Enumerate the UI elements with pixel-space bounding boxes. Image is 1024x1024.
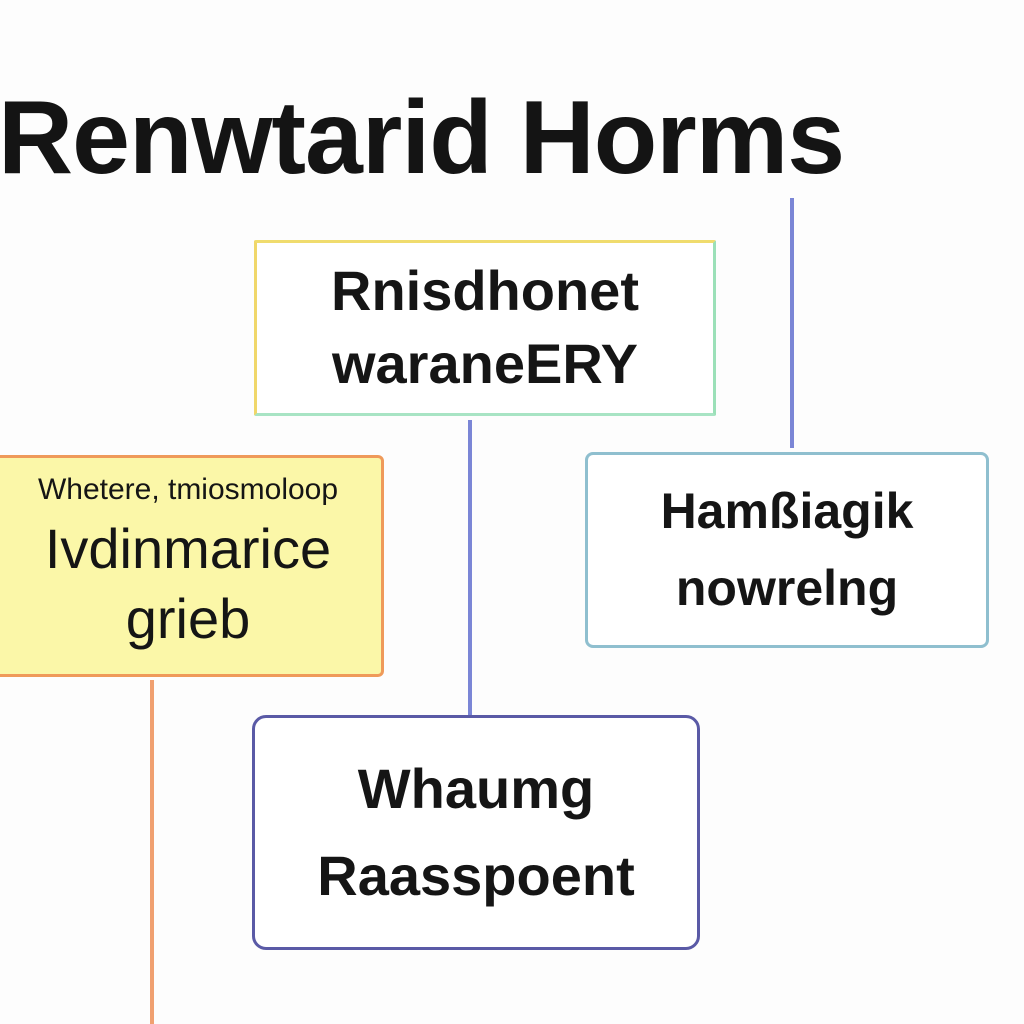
node-right-line-1: Hamßiagik <box>660 482 914 539</box>
node-left-line-3: grieb <box>125 587 251 650</box>
node-left-line-2: Ivdinmarice <box>44 517 332 580</box>
node-bottom-line-1: Whaumg <box>357 756 595 820</box>
node-bottom-line-2: Raasspoent <box>317 843 635 907</box>
node-right-line-2: nowrelng <box>675 560 899 616</box>
node-right: Hamßiagik nowrelng <box>585 452 989 648</box>
node-left-line-1: Whetere, tmiosmoloop <box>37 473 339 506</box>
node-left: Whetere, tmiosmoloop Ivdinmarice grieb <box>0 455 384 677</box>
node-top: Rnisdhonet waraneERY <box>254 240 716 416</box>
diagram-title: Renwtarid Horms <box>0 80 845 196</box>
node-top-line-1: Rnisdhonet <box>331 259 639 323</box>
node-bottom: Whaumg Raasspoent <box>252 715 700 950</box>
node-top-line-2: waraneERY <box>331 332 639 395</box>
